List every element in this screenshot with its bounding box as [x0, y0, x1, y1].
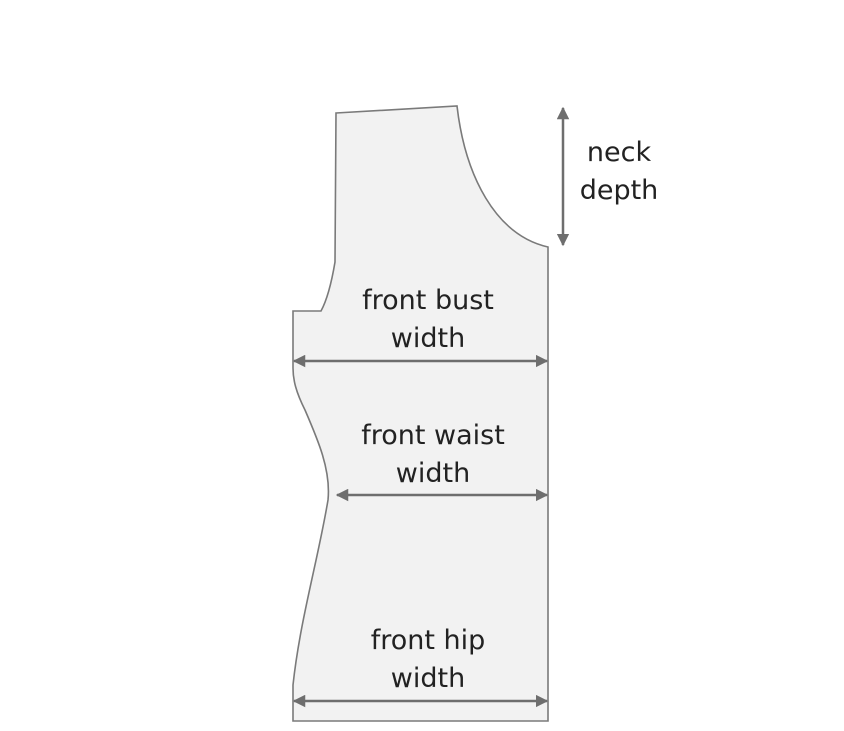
front-bust-width-label-line2: width [390, 323, 466, 354]
front-hip-width-label-line2: width [390, 663, 466, 694]
front-bodice-piece [292, 105, 549, 722]
front-hip-width-label: front hip width [338, 622, 518, 698]
front-bust-width-label: front bust width [338, 282, 518, 358]
front-bust-width-label-line1: front bust [362, 285, 494, 316]
front-waist-width-label: front waist width [338, 417, 528, 493]
front-hip-width-label-line1: front hip [370, 625, 486, 656]
neck-depth-label: neck depth [564, 134, 674, 210]
front-waist-width-label-line1: front waist [361, 420, 505, 451]
neck-depth-label-line1: neck [586, 137, 652, 168]
front-waist-width-label-line2: width [395, 458, 471, 489]
neck-depth-label-line2: depth [579, 175, 659, 206]
